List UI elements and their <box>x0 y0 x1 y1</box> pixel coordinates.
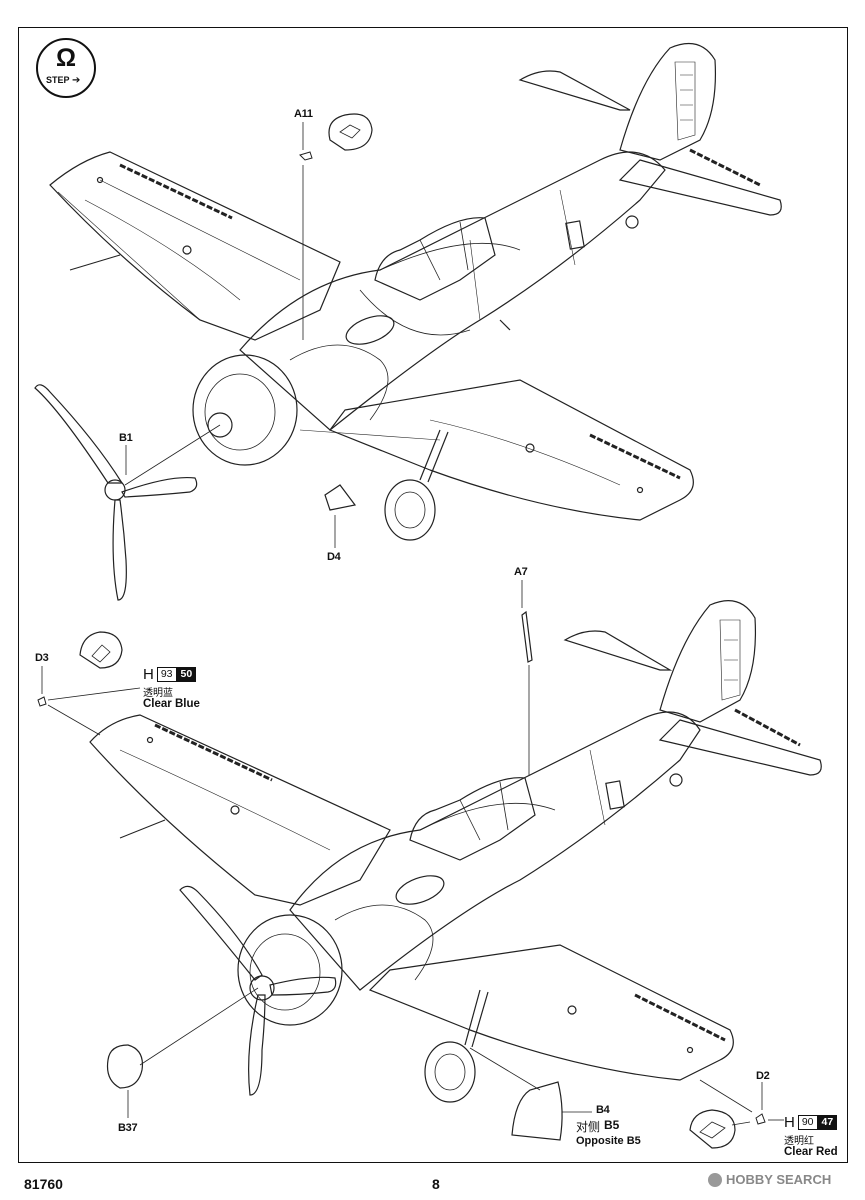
top-left-wing <box>49 151 341 341</box>
bottom-landing-gear <box>424 989 489 1103</box>
antenna-a7 <box>521 610 533 663</box>
paint-blue-cn: 透明蓝 <box>143 688 173 699</box>
paint-red-en: Clear Red <box>784 1146 838 1158</box>
opposite-cn-row: 对侧 B5 <box>576 1118 619 1135</box>
bottom-propeller <box>179 885 337 1096</box>
spinner-b37 <box>106 1044 144 1089</box>
step-number: Ω <box>55 44 77 72</box>
part-label-a11: A11 <box>294 108 313 120</box>
paint-blue-num: 50 <box>176 667 197 682</box>
part-label-b1: B1 <box>119 432 133 444</box>
gear-door-b4 <box>511 1081 563 1141</box>
bottom-cowling <box>237 914 343 1026</box>
paint-red-code: H 90 47 <box>784 1114 838 1131</box>
top-fuselage <box>239 151 666 431</box>
part-label-d4: D4 <box>327 551 341 563</box>
bottom-left-wing <box>89 714 391 906</box>
opposite-en: Opposite B5 <box>576 1135 641 1147</box>
top-canopy <box>374 217 496 301</box>
top-right-stab <box>618 159 782 216</box>
top-aircraft <box>34 42 782 601</box>
bottom-right-wing <box>368 944 734 1081</box>
step-badge: Ω STEP ➔ <box>36 38 96 98</box>
page-number: 8 <box>432 1176 440 1192</box>
top-landing-gear <box>324 429 449 541</box>
top-tail-fin <box>619 42 716 161</box>
paint-red-code-num: 90 <box>797 1115 818 1130</box>
part-label-b4: B4 <box>596 1104 610 1116</box>
part-label-d2: D2 <box>756 1070 770 1082</box>
bottom-tail-fin <box>659 600 756 723</box>
kit-number: 81760 <box>24 1176 63 1192</box>
page-frame <box>18 27 848 1163</box>
top-right-wing <box>329 379 694 521</box>
paint-blue-code-num: 93 <box>156 667 177 682</box>
paint-blue-letter: H <box>143 666 154 683</box>
watermark-text: HOBBY SEARCH <box>726 1172 832 1187</box>
top-left-stab <box>518 70 631 111</box>
bottom-fuselage <box>289 711 701 991</box>
part-label-d3: D3 <box>35 652 49 664</box>
top-cowling <box>192 354 298 466</box>
opposite-cn-part: B5 <box>604 1118 620 1132</box>
plane-arrow-icon: ➔ <box>72 75 81 86</box>
step-word: STEP <box>46 75 70 85</box>
part-label-a7: A7 <box>514 566 528 578</box>
paint-red-num: 47 <box>817 1115 838 1130</box>
watermark: HOBBY SEARCH <box>708 1172 831 1187</box>
paint-red-cn: 透明红 <box>784 1136 814 1147</box>
paint-blue-en: Clear Blue <box>143 698 200 710</box>
top-propeller <box>34 384 221 601</box>
bottom-canopy <box>409 777 536 861</box>
bottom-aircraft <box>37 580 822 1149</box>
bottom-left-stab <box>563 630 673 671</box>
part-label-b37: B37 <box>118 1122 138 1134</box>
paint-blue-code: H 93 50 <box>143 666 197 683</box>
bottom-right-stab <box>658 719 822 776</box>
hobby-search-logo-icon <box>708 1172 722 1187</box>
opposite-cn: 对侧 <box>576 1120 601 1134</box>
paint-red-letter: H <box>784 1114 795 1131</box>
